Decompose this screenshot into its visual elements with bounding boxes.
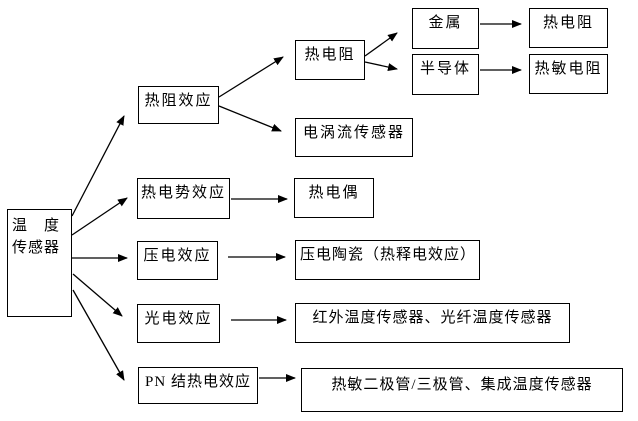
node-temperature-sensor: 温 度 传感器 <box>7 209 72 317</box>
node-thermocouple: 热电偶 <box>294 178 374 218</box>
node-infrared-fiber-sensors: 红外温度传感器、光纤温度传感器 <box>295 303 570 343</box>
node-pn-junction-effect-label: PN 结热电效应 <box>145 374 251 390</box>
arrow-root-to-thermo-emf <box>71 197 128 236</box>
node-metal-label: 金属 <box>428 15 463 31</box>
node-photoelectric-effect-label: 光电效应 <box>144 311 213 327</box>
node-metal: 金属 <box>412 8 479 49</box>
arrow-thermal-res-to-rtd <box>218 56 284 98</box>
node-thermal-diode-integrated: 热敏二极管/三极管、集成温度传感器 <box>301 368 623 412</box>
node-semiconductor: 半导体 <box>412 54 479 95</box>
node-rtd-label: 热电阻 <box>304 47 356 63</box>
node-pn-junction-effect: PN 结热电效应 <box>138 367 258 404</box>
node-thermal-resistance-effect-label: 热阻效应 <box>144 93 213 109</box>
node-piezoelectric-effect: 压电效应 <box>137 241 218 280</box>
arrow-root-to-thermal-resistance <box>71 115 125 217</box>
node-photoelectric-effect: 光电效应 <box>137 304 220 343</box>
node-piezo-ceramic-label: 压电陶瓷（热释电效应） <box>300 247 477 263</box>
node-eddy-current-sensor-label: 电涡流传感器 <box>302 125 405 141</box>
node-thermistor-label: 热敏电阻 <box>534 61 603 77</box>
node-infrared-fiber-sensors-label: 红外温度传感器、光纤温度传感器 <box>312 310 553 326</box>
node-eddy-current-sensor: 电涡流传感器 <box>295 118 413 157</box>
node-piezoelectric-effect-label: 压电效应 <box>143 248 212 264</box>
node-rtd-output: 热电阻 <box>529 8 608 48</box>
node-temperature-sensor-label-line1: 温 度 <box>12 218 61 234</box>
node-thermistor: 热敏电阻 <box>529 54 608 94</box>
arrow-rtd-to-semiconductor <box>364 61 398 71</box>
arrow-root-to-photoelectric <box>72 273 123 317</box>
node-temperature-sensor-label-line2: 传感器 <box>12 240 61 256</box>
node-semiconductor-label: 半导体 <box>419 61 471 77</box>
node-thermocouple-label: 热电偶 <box>308 185 360 201</box>
node-thermo-emf-effect: 热电势效应 <box>137 178 230 219</box>
node-thermo-emf-effect-label: 热电势效应 <box>140 185 226 201</box>
node-thermal-diode-integrated-label: 热敏二极管/三极管、集成温度传感器 <box>331 377 593 393</box>
node-thermal-resistance-effect: 热阻效应 <box>138 86 219 124</box>
node-rtd-output-label: 热电阻 <box>542 15 594 31</box>
node-piezo-ceramic: 压电陶瓷（热释电效应） <box>295 240 480 280</box>
arrow-thermal-res-to-eddy <box>218 105 282 132</box>
arrow-root-to-pn-junction <box>72 289 125 381</box>
arrow-rtd-to-metal <box>364 32 398 57</box>
node-rtd: 热电阻 <box>295 40 365 80</box>
